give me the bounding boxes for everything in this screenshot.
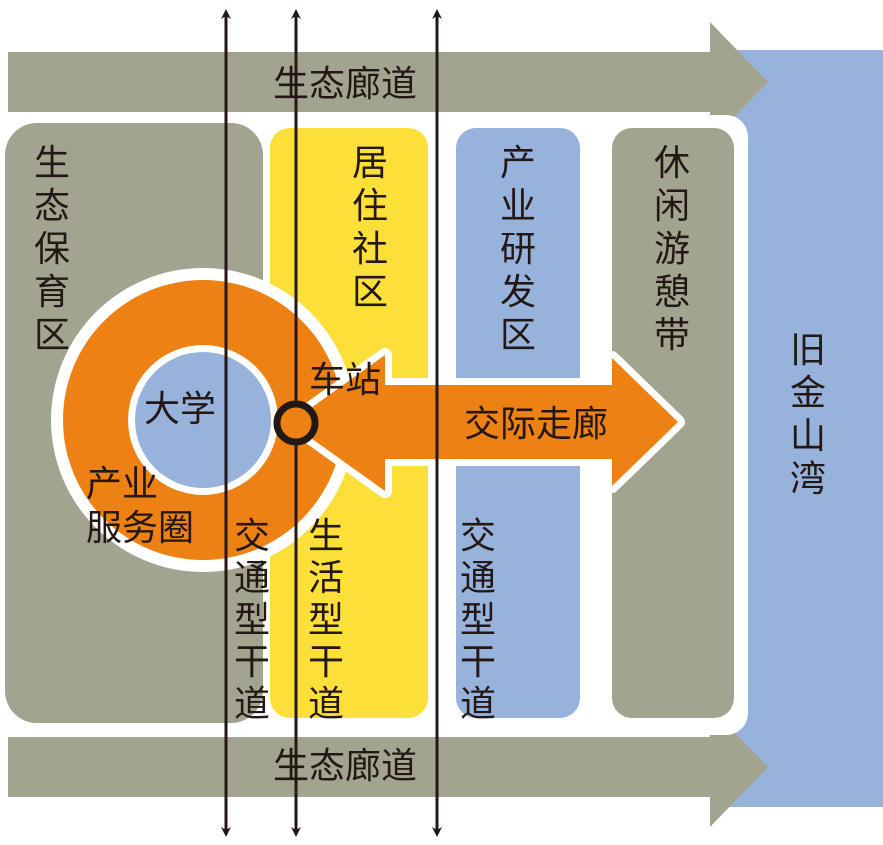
service-ring-label-line2: 服务圈 (86, 508, 194, 549)
corridor-top-label: 生态廊道 (273, 64, 417, 105)
svg-text:活: 活 (308, 558, 344, 599)
svg-text:干: 干 (234, 642, 270, 683)
rnd-label: 产 业 研 发 区 (500, 143, 536, 356)
corridor-bottom-label: 生态廊道 (273, 746, 417, 787)
svg-text:通: 通 (234, 558, 270, 599)
university-label: 大学 (144, 389, 216, 430)
svg-text:干: 干 (460, 642, 496, 683)
eco-reserve-label: 生 态 保 育 区 (34, 143, 70, 356)
svg-text:生: 生 (308, 516, 344, 557)
svg-text:道: 道 (308, 684, 344, 725)
svg-text:湾: 湾 (790, 459, 826, 500)
svg-text:休: 休 (654, 143, 690, 184)
svg-text:产: 产 (500, 143, 536, 184)
service-ring-label-line1: 产业 (86, 464, 158, 505)
communication-corridor (290, 355, 678, 491)
bottom-corridor-arrow (8, 707, 768, 827)
svg-text:区: 区 (34, 315, 70, 356)
traffic-road-right-label: 交 通 型 干 道 (460, 516, 496, 725)
svg-text:交: 交 (234, 516, 270, 557)
svg-text:保: 保 (34, 229, 70, 270)
svg-text:社: 社 (352, 229, 388, 270)
svg-text:道: 道 (234, 684, 270, 725)
station-label: 车站 (309, 360, 381, 401)
svg-text:通: 通 (460, 558, 496, 599)
svg-text:态: 态 (34, 186, 70, 227)
svg-text:区: 区 (352, 272, 388, 313)
station-node (273, 400, 319, 446)
svg-text:育: 育 (34, 272, 70, 313)
svg-text:发: 发 (500, 272, 536, 313)
svg-text:干: 干 (308, 642, 344, 683)
svg-text:型: 型 (234, 600, 270, 641)
residential-label: 居 住 社 区 (352, 143, 388, 313)
svg-text:区: 区 (500, 315, 536, 356)
svg-text:山: 山 (790, 416, 826, 457)
svg-text:型: 型 (308, 600, 344, 641)
svg-text:憩: 憩 (654, 272, 690, 313)
university-circle (135, 352, 271, 488)
svg-text:闲: 闲 (654, 186, 690, 227)
svg-text:金: 金 (790, 373, 826, 414)
living-road-label: 生 活 型 干 道 (308, 516, 344, 725)
svg-text:业: 业 (500, 186, 536, 227)
communication-corridor-label: 交际走廊 (464, 404, 608, 445)
leisure-label: 休 闲 游 憩 带 (654, 143, 690, 356)
svg-text:生: 生 (34, 143, 70, 184)
svg-text:游: 游 (654, 229, 690, 270)
svg-text:研: 研 (500, 229, 536, 270)
bay-label: 旧 金 山 湾 (790, 330, 826, 500)
traffic-road-left-label: 交 通 型 干 道 (234, 516, 270, 725)
svg-text:交: 交 (460, 516, 496, 557)
top-corridor-arrow (8, 22, 768, 142)
svg-text:道: 道 (460, 684, 496, 725)
svg-text:带: 带 (654, 315, 690, 356)
svg-text:型: 型 (460, 600, 496, 641)
svg-text:旧: 旧 (790, 330, 826, 371)
svg-text:住: 住 (352, 186, 388, 227)
svg-text:居: 居 (352, 143, 388, 184)
